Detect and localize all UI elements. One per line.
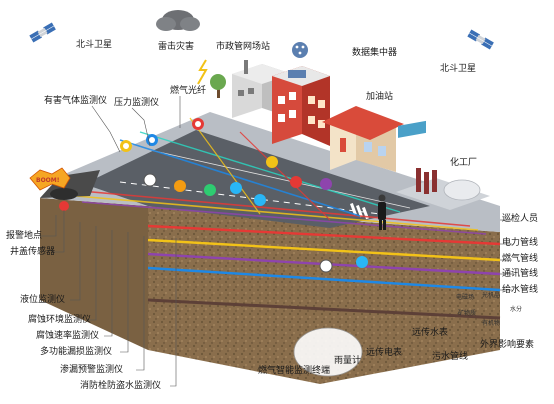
sensor-pin-icon xyxy=(254,194,266,206)
tunnel-entrance xyxy=(40,170,100,200)
sensor-pin-icon xyxy=(290,176,302,188)
label-data-concentrator: 数据集中器 xyxy=(352,48,398,58)
pipe-power-front xyxy=(147,224,501,246)
bubble-label: 水分 xyxy=(510,306,523,313)
label-seepage-warning: 渗漏预警监测仪 xyxy=(60,365,124,375)
label-gas-terminal: 燃气智能监测终端 xyxy=(258,366,331,376)
label-remote-water: 远传水表 xyxy=(412,328,449,338)
sensor-pin-icon xyxy=(356,256,368,268)
bubble-label: 电磁场 xyxy=(456,294,475,301)
label-level-monitor: 液位监测仪 xyxy=(20,295,66,305)
sensor-pin-icon xyxy=(230,182,242,194)
label-pressure: 压力监测仪 xyxy=(114,98,160,108)
soil-left-face xyxy=(40,198,148,350)
label-manhole-sensor: 井盖传感器 xyxy=(10,247,56,257)
external-factors-cluster xyxy=(293,327,363,377)
worker-icon xyxy=(378,194,386,230)
label-alarm-location: 报警地点 xyxy=(6,231,43,241)
sensor-pin-icon xyxy=(319,259,333,273)
ground-block xyxy=(40,112,501,384)
label-sewage-line: 污水管线 xyxy=(432,352,469,362)
sensor-pin-icon xyxy=(192,118,204,130)
soil-front-face xyxy=(148,206,500,384)
leader-lines xyxy=(40,96,512,387)
pipe-gas-front xyxy=(147,238,501,262)
chemical-plant xyxy=(396,120,490,210)
label-harmful-gas: 有害气体监测仪 xyxy=(44,96,108,106)
road-edge-line xyxy=(149,149,411,209)
bubble-label: 有机物 xyxy=(482,320,501,327)
sensor-pin-icon xyxy=(266,156,278,168)
label-external-factors: 外界影响要素 xyxy=(480,340,535,350)
sensor-pin-icon xyxy=(143,173,157,187)
label-leakage-multi: 多功能漏损监测仪 xyxy=(40,347,113,357)
boom-text: BOOM! xyxy=(36,177,59,184)
tree xyxy=(210,74,226,98)
sensor-pin-icon xyxy=(320,178,332,190)
concentrator-icon xyxy=(292,42,308,58)
lightning-icon xyxy=(156,10,208,85)
label-rain-gauge: 雨量计 xyxy=(334,356,362,366)
label-gas-station: 加油站 xyxy=(366,92,394,102)
sensor-pins xyxy=(59,118,368,273)
bubble-label: 光机晶 xyxy=(482,292,501,299)
pipe-sewage-front xyxy=(147,298,501,320)
pipelines-surface xyxy=(69,117,487,235)
bubble-label: 矿物质 xyxy=(458,310,477,317)
label-remote-meter: 远传电表 xyxy=(366,348,403,358)
label-chemical-plant: 化工厂 xyxy=(450,158,478,168)
sensor-pin-icon xyxy=(204,184,216,196)
label-inspector: 巡检人员 xyxy=(502,214,539,224)
label-hydrant-monitor: 消防栓防盗水监测仪 xyxy=(80,381,162,391)
sensor-pin-icon xyxy=(120,140,132,152)
sensor-pin-icon xyxy=(59,201,69,211)
label-beidou-left: 北斗卫星 xyxy=(76,40,113,50)
label-gas-line: 燃气管线 xyxy=(502,254,539,264)
label-corrosion-env: 腐蚀环境监测仪 xyxy=(28,315,92,325)
label-gas-fiber: 燃气光纤 xyxy=(170,86,207,96)
gas-station-building xyxy=(322,106,404,172)
label-municipal-station: 市政管网场站 xyxy=(216,42,271,52)
label-beidou-right: 北斗卫星 xyxy=(440,64,477,74)
satellite-icon-left xyxy=(29,22,56,43)
boom-sign: BOOM! xyxy=(29,167,71,191)
label-comm-line: 通讯管线 xyxy=(502,269,539,279)
satellite-icon-right xyxy=(467,29,494,50)
label-corrosion-rate: 腐蚀速率监测仪 xyxy=(36,331,100,341)
data-center-building xyxy=(272,66,330,146)
label-lightning: 雷击灾害 xyxy=(158,42,195,52)
pipe-water-front xyxy=(147,266,501,292)
label-water-line: 给水管线 xyxy=(502,285,539,295)
label-power-line: 电力管线 xyxy=(502,238,539,248)
sensor-pin-icon xyxy=(174,180,186,192)
